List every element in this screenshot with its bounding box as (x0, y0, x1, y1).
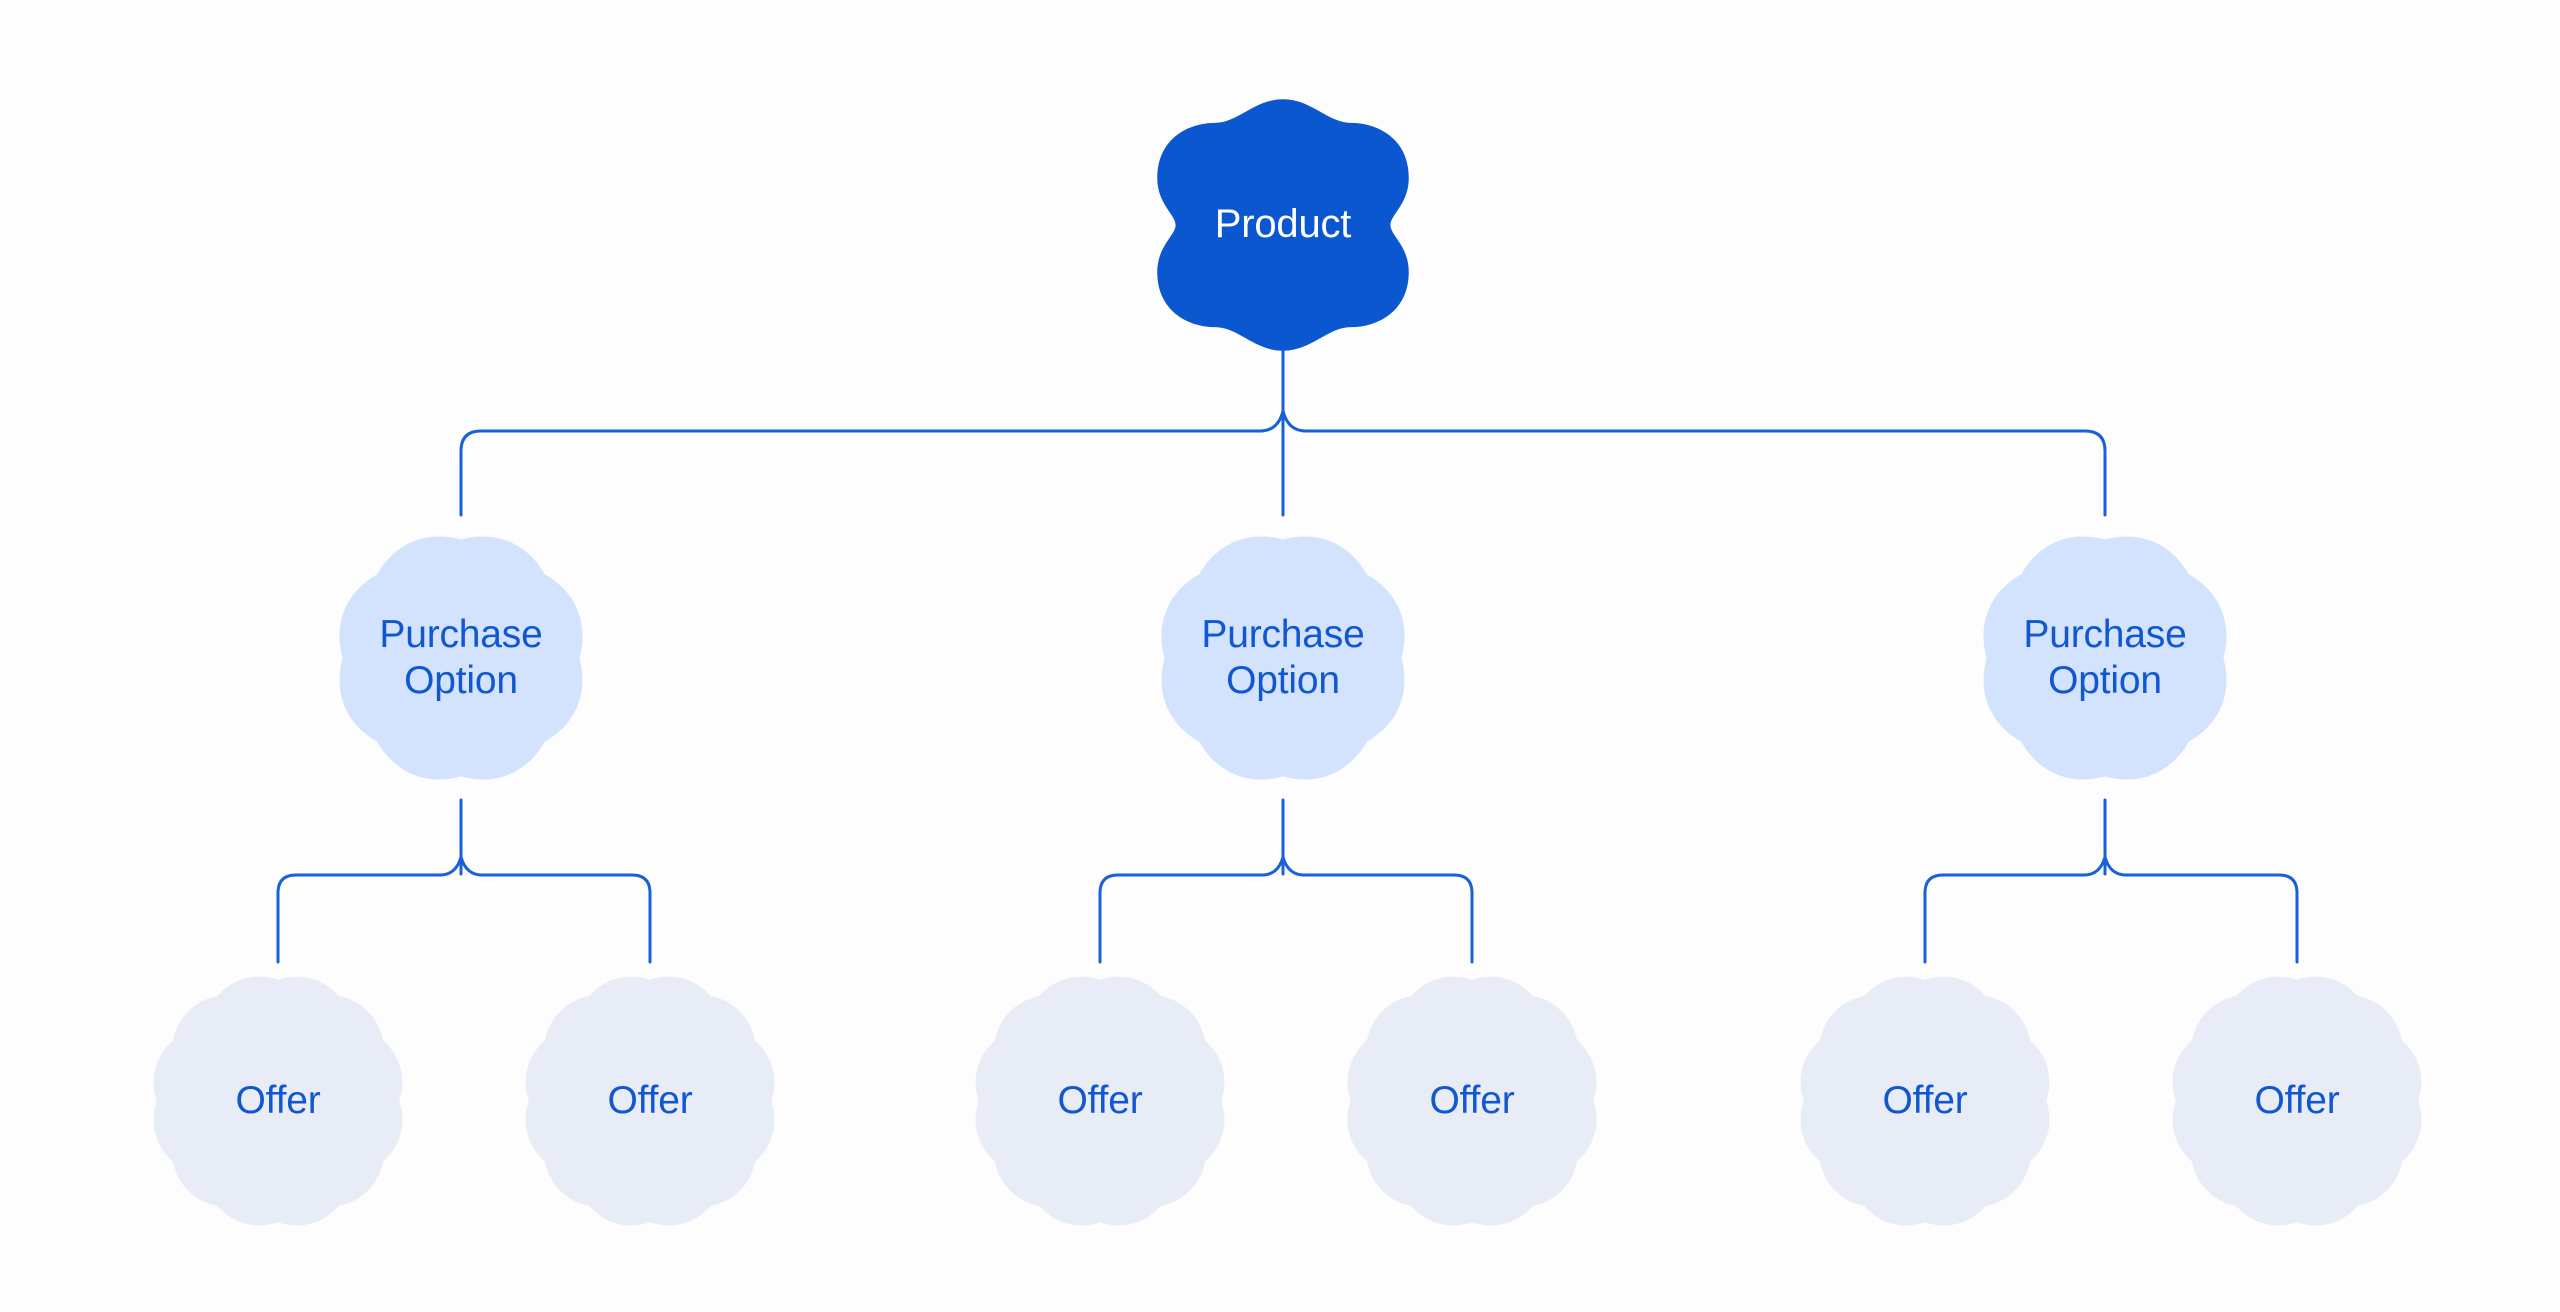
node-purchase-option-0[interactable]: Purchase Option (313, 510, 609, 806)
purchase-option-scallop-shape (313, 510, 609, 806)
edge-bus-top-left (459, 429, 1264, 517)
edge-po-1-cusp-right (1281, 855, 1306, 877)
edge-bus-top-right (1302, 429, 2107, 517)
edge-bus-top-cusp-left (1258, 409, 1285, 433)
edge-bus-top-cusp-right (1281, 409, 1308, 433)
node-offer-1[interactable]: Offer (509, 960, 791, 1242)
purchase-option-scallop-shape (1957, 510, 2253, 806)
offer-scallop-shape (1784, 960, 2066, 1242)
offer-scallop-shape (2156, 960, 2438, 1242)
edge-po-0-cusp-left (438, 855, 463, 877)
offer-scallop-shape (137, 960, 419, 1242)
edge-po-2-to-of-5 (2122, 873, 2299, 964)
edge-po-0-to-of-0 (276, 873, 444, 964)
offer-scallop-shape (509, 960, 791, 1242)
offer-label: Offer (607, 1078, 693, 1122)
product-label: Product (1214, 202, 1352, 247)
node-purchase-option-1[interactable]: Purchase Option (1135, 510, 1431, 806)
offer-label: Offer (1882, 1078, 1968, 1122)
purchase-option-label: Purchase Option (2023, 612, 2187, 702)
edge-po-2-to-of-4 (1923, 873, 2088, 964)
edge-po-1-to-of-3 (1300, 873, 1474, 964)
node-offer-5[interactable]: Offer (2156, 960, 2438, 1242)
node-product[interactable]: Product (1149, 94, 1417, 356)
node-offer-2[interactable]: Offer (959, 960, 1241, 1242)
product-blob-shape (1149, 94, 1417, 356)
node-offer-4[interactable]: Offer (1784, 960, 2066, 1242)
edge-po-1-to-of-2 (1098, 873, 1266, 964)
purchase-option-label: Purchase Option (1201, 612, 1365, 702)
offer-label: Offer (1429, 1078, 1515, 1122)
offer-scallop-shape (1331, 960, 1613, 1242)
edge-po-0-to-of-1 (478, 873, 652, 964)
node-offer-3[interactable]: Offer (1331, 960, 1613, 1242)
edge-po-2-cusp-right (2103, 855, 2128, 877)
edge-po-1-cusp-left (1260, 855, 1285, 877)
offer-label: Offer (235, 1078, 321, 1122)
edge-po-2-cusp-left (2082, 855, 2107, 877)
offer-label: Offer (1057, 1078, 1143, 1122)
purchase-option-label: Purchase Option (379, 612, 543, 702)
node-offer-0[interactable]: Offer (137, 960, 419, 1242)
edge-po-0-cusp-right (459, 855, 484, 877)
purchase-option-scallop-shape (1135, 510, 1431, 806)
node-purchase-option-2[interactable]: Purchase Option (1957, 510, 2253, 806)
offer-scallop-shape (959, 960, 1241, 1242)
offer-label: Offer (2254, 1078, 2340, 1122)
